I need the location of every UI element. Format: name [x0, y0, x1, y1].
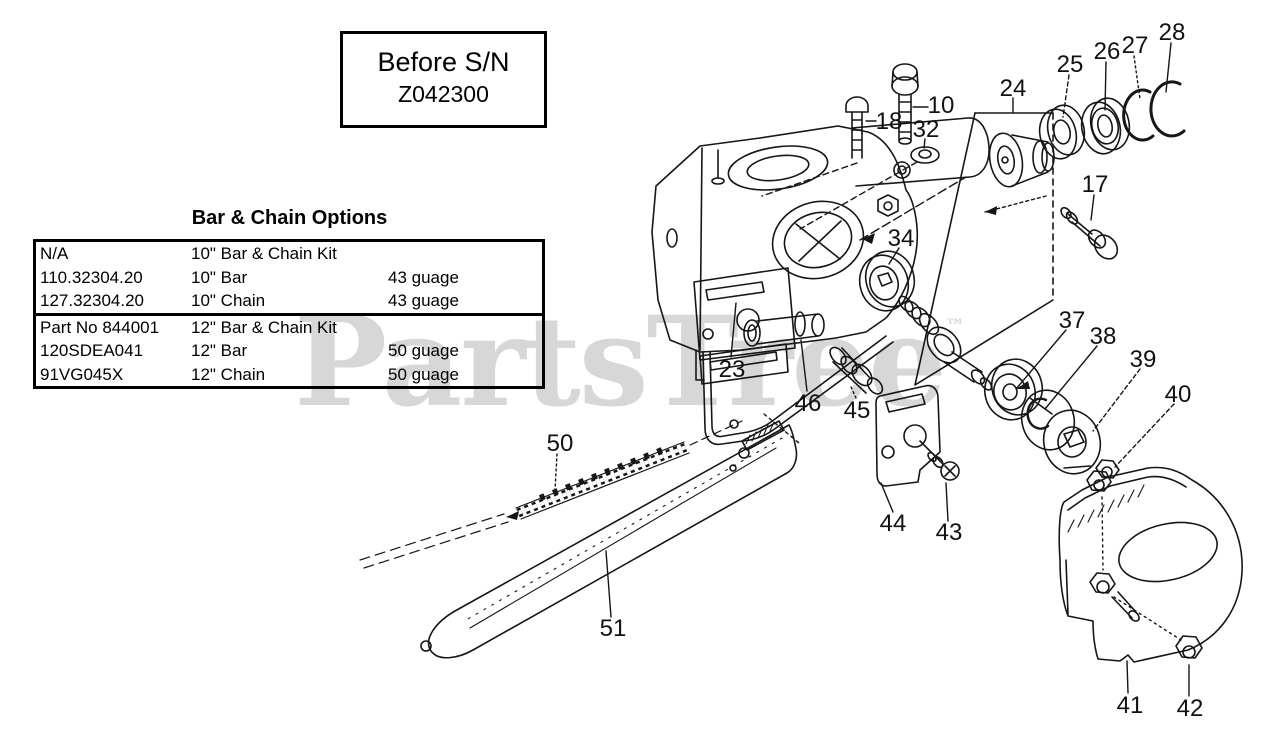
table-cell: 10" Bar: [191, 267, 248, 287]
tensioner-screw-drawing: [743, 311, 825, 347]
screw-43-drawing: [927, 451, 960, 481]
bracket-44-drawing: [875, 384, 944, 487]
bar-chain-options-table: N/A 10" Bar & Chain Kit 110.32304.20 10" Ba…: [33, 239, 545, 389]
part-label-34: 34: [888, 225, 915, 252]
table-cell: 12" Chain: [191, 364, 266, 384]
saw-chain-drawing: [359, 420, 743, 569]
bearing-adapter-box-drawing: [914, 112, 1055, 386]
partstree-watermark: PartsTree™: [294, 290, 966, 435]
clutch-drum-39-drawing: [1020, 389, 1102, 475]
table-cell: 43 guage: [388, 291, 459, 310]
nut-42-top-drawing: [1086, 470, 1112, 492]
leader-lines: [605, 42, 1190, 697]
guide-bar-drawing: [420, 419, 798, 659]
part-label-18: 18: [876, 108, 903, 135]
part-label-38: 38: [1090, 323, 1117, 350]
part-label-41: 41: [1117, 692, 1144, 719]
washer-32-drawing: [910, 146, 940, 164]
table-row: 127.32304.20 10" Chain 43 guage: [36, 289, 542, 313]
part-label-50: 50: [547, 430, 574, 457]
chain-guide-rail-drawing: [695, 335, 894, 446]
part-label-25: 25: [1057, 51, 1084, 78]
table-row: N/A 10" Bar & Chain Kit: [36, 242, 542, 266]
table-row: 120SDEA041 12" Bar 50 guage: [36, 339, 542, 363]
washer-38-drawing: [1026, 397, 1050, 430]
part-label-10: 10: [928, 92, 955, 119]
leader-lines-dashed: [554, 55, 1182, 641]
chain-cover-41-drawing: [1058, 466, 1243, 663]
snap-ring-28-drawing: [1149, 80, 1186, 138]
part-label-44: 44: [880, 510, 907, 537]
table-cell: 91VG045X: [40, 364, 124, 384]
part-label-40: 40: [1165, 381, 1192, 408]
adjuster-pin-drawing: [829, 346, 884, 395]
part-label-32: 32: [913, 116, 940, 143]
table-cell: 50 guage: [388, 364, 459, 384]
assembly-arrows: [506, 206, 1030, 520]
part-label-27: 27: [1122, 32, 1149, 59]
table-cell: N/A: [40, 244, 69, 263]
table-row: 91VG045X 12" Chain 50 guage: [36, 363, 542, 387]
part-label-39: 39: [1130, 346, 1157, 373]
table-cell: Part No 844001: [40, 317, 160, 337]
part-label-24: 24: [1000, 75, 1027, 102]
table-cell: 50 guage: [388, 341, 459, 360]
table-title: Bar & Chain Options: [191, 207, 388, 229]
table-row: 110.32304.20 10" Bar 43 guage: [36, 266, 542, 290]
table-cell: 10" Bar & Chain Kit: [191, 244, 337, 263]
bearing-25-drawing: [1038, 104, 1086, 160]
gearbox-housing-drawing: [651, 117, 990, 385]
serial-number-line2: Z042300: [398, 81, 489, 107]
part-label-37: 37: [1059, 307, 1086, 334]
part-label-45: 45: [844, 397, 871, 424]
bolt-17-drawing: [1060, 206, 1119, 260]
bearing-34-drawing: [858, 250, 916, 312]
part-label-17: 17: [1082, 171, 1109, 198]
table-cell: 127.32304.20: [40, 291, 144, 310]
table-cell: 110.32304.20: [40, 267, 143, 287]
bolt-10-drawing: [891, 63, 919, 145]
table-cell: 12" Bar: [191, 341, 248, 360]
gear-shaft-drawing: [898, 295, 993, 391]
table-cell: 120SDEA041: [40, 341, 144, 360]
part-label-26: 26: [1094, 38, 1121, 65]
part-label-46: 46: [795, 390, 822, 417]
table-cell: 12" Bar & Chain Kit: [191, 317, 337, 337]
serial-number-box: Before S/N Z042300: [340, 31, 547, 128]
part-label-23: 23: [719, 356, 746, 383]
bolt-18-drawing: [845, 96, 869, 159]
part-label-43: 43: [936, 519, 963, 546]
part-label-51: 51: [600, 615, 627, 642]
table-row: Part No 844001 12" Bar & Chain Kit: [36, 312, 542, 340]
table-cell: 43 guage: [388, 267, 459, 287]
nut-42-bottom-drawing: [1175, 635, 1203, 659]
part-label-28: 28: [1159, 19, 1186, 46]
serial-number-line1: Before S/N: [377, 47, 510, 77]
part-label-42: 42: [1177, 695, 1204, 722]
table-cell: 10" Chain: [191, 291, 266, 310]
snap-ring-27-drawing: [1122, 88, 1155, 142]
